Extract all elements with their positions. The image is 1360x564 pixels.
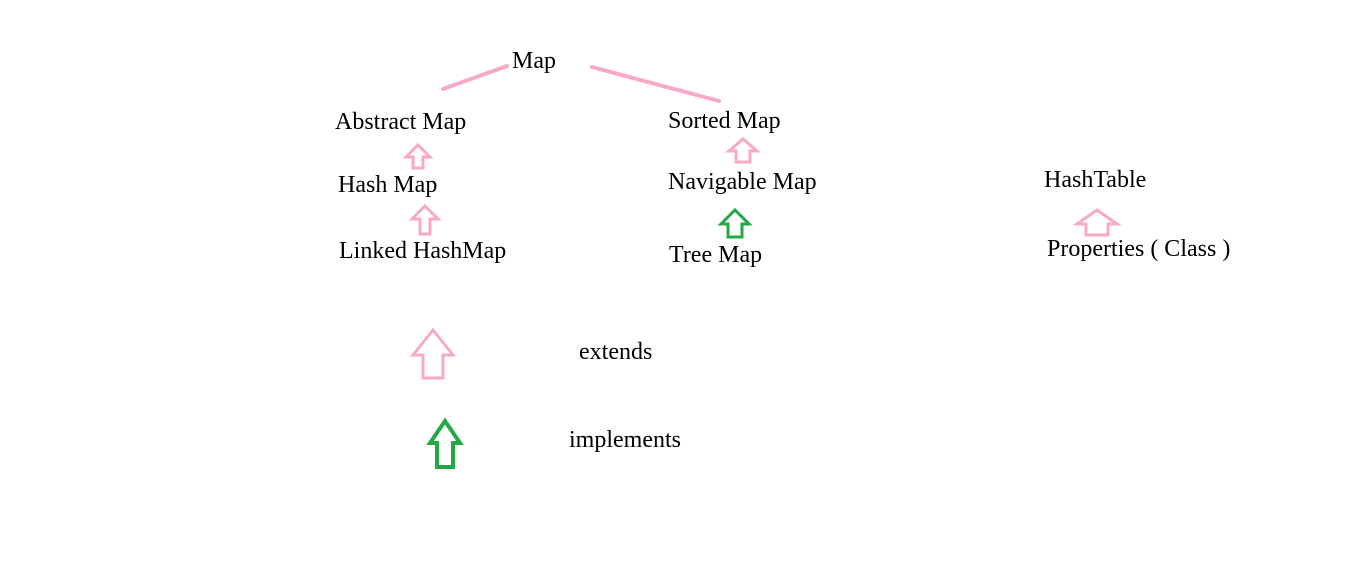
- node-hashtable: HashTable: [1044, 167, 1147, 193]
- legend-extends-label: extends: [579, 339, 653, 365]
- node-map: Map: [512, 48, 556, 74]
- extends-arrow-icon: [402, 142, 434, 170]
- implements-arrow-icon: [717, 207, 753, 239]
- node-abstract-map: Abstract Map: [335, 109, 467, 135]
- connector-line-map-to-sorted-map: [590, 65, 721, 103]
- extends-arrow-icon: [724, 137, 762, 164]
- extends-arrow-icon: [1072, 208, 1122, 237]
- legend-implements-label: implements: [569, 427, 681, 453]
- connector-line-map-to-abstract-map: [441, 64, 509, 91]
- node-navigable-map: Navigable Map: [668, 169, 817, 195]
- node-hash-map: Hash Map: [338, 172, 438, 198]
- extends-arrow-icon: [408, 203, 442, 236]
- legend-extends-arrow-icon: [409, 327, 457, 380]
- legend-implements-arrow-icon: [426, 417, 464, 469]
- node-properties-class: Properties ( Class ): [1047, 236, 1231, 262]
- node-sorted-map: Sorted Map: [668, 108, 781, 134]
- node-linked-hashmap: Linked HashMap: [339, 238, 507, 264]
- node-tree-map: Tree Map: [669, 242, 763, 268]
